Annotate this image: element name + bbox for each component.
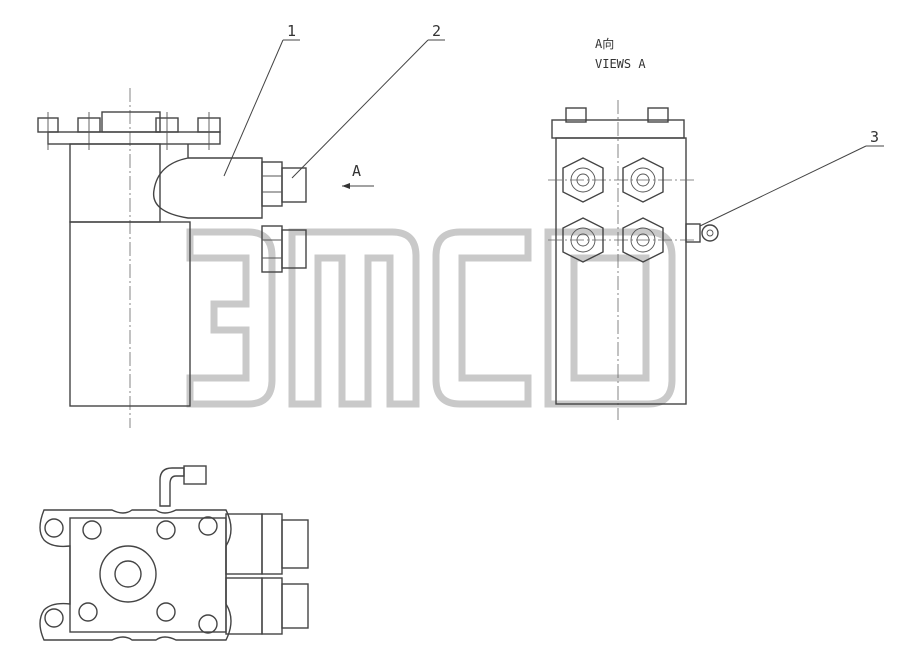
view-title-cn: A向 (595, 36, 614, 51)
view-a (548, 100, 719, 420)
callout-1: 1 (287, 22, 296, 40)
view-title-en: VIEWS A (595, 57, 646, 71)
top-bolts (44, 516, 218, 634)
front-view (37, 88, 374, 428)
hex-ports (562, 157, 664, 263)
flange-bolts (37, 112, 221, 150)
callout-2: 2 (432, 22, 441, 40)
view-arrow-label: A (352, 162, 361, 180)
top-view (39, 465, 309, 641)
watermark (186, 228, 676, 408)
callout-3: 3 (870, 128, 879, 146)
